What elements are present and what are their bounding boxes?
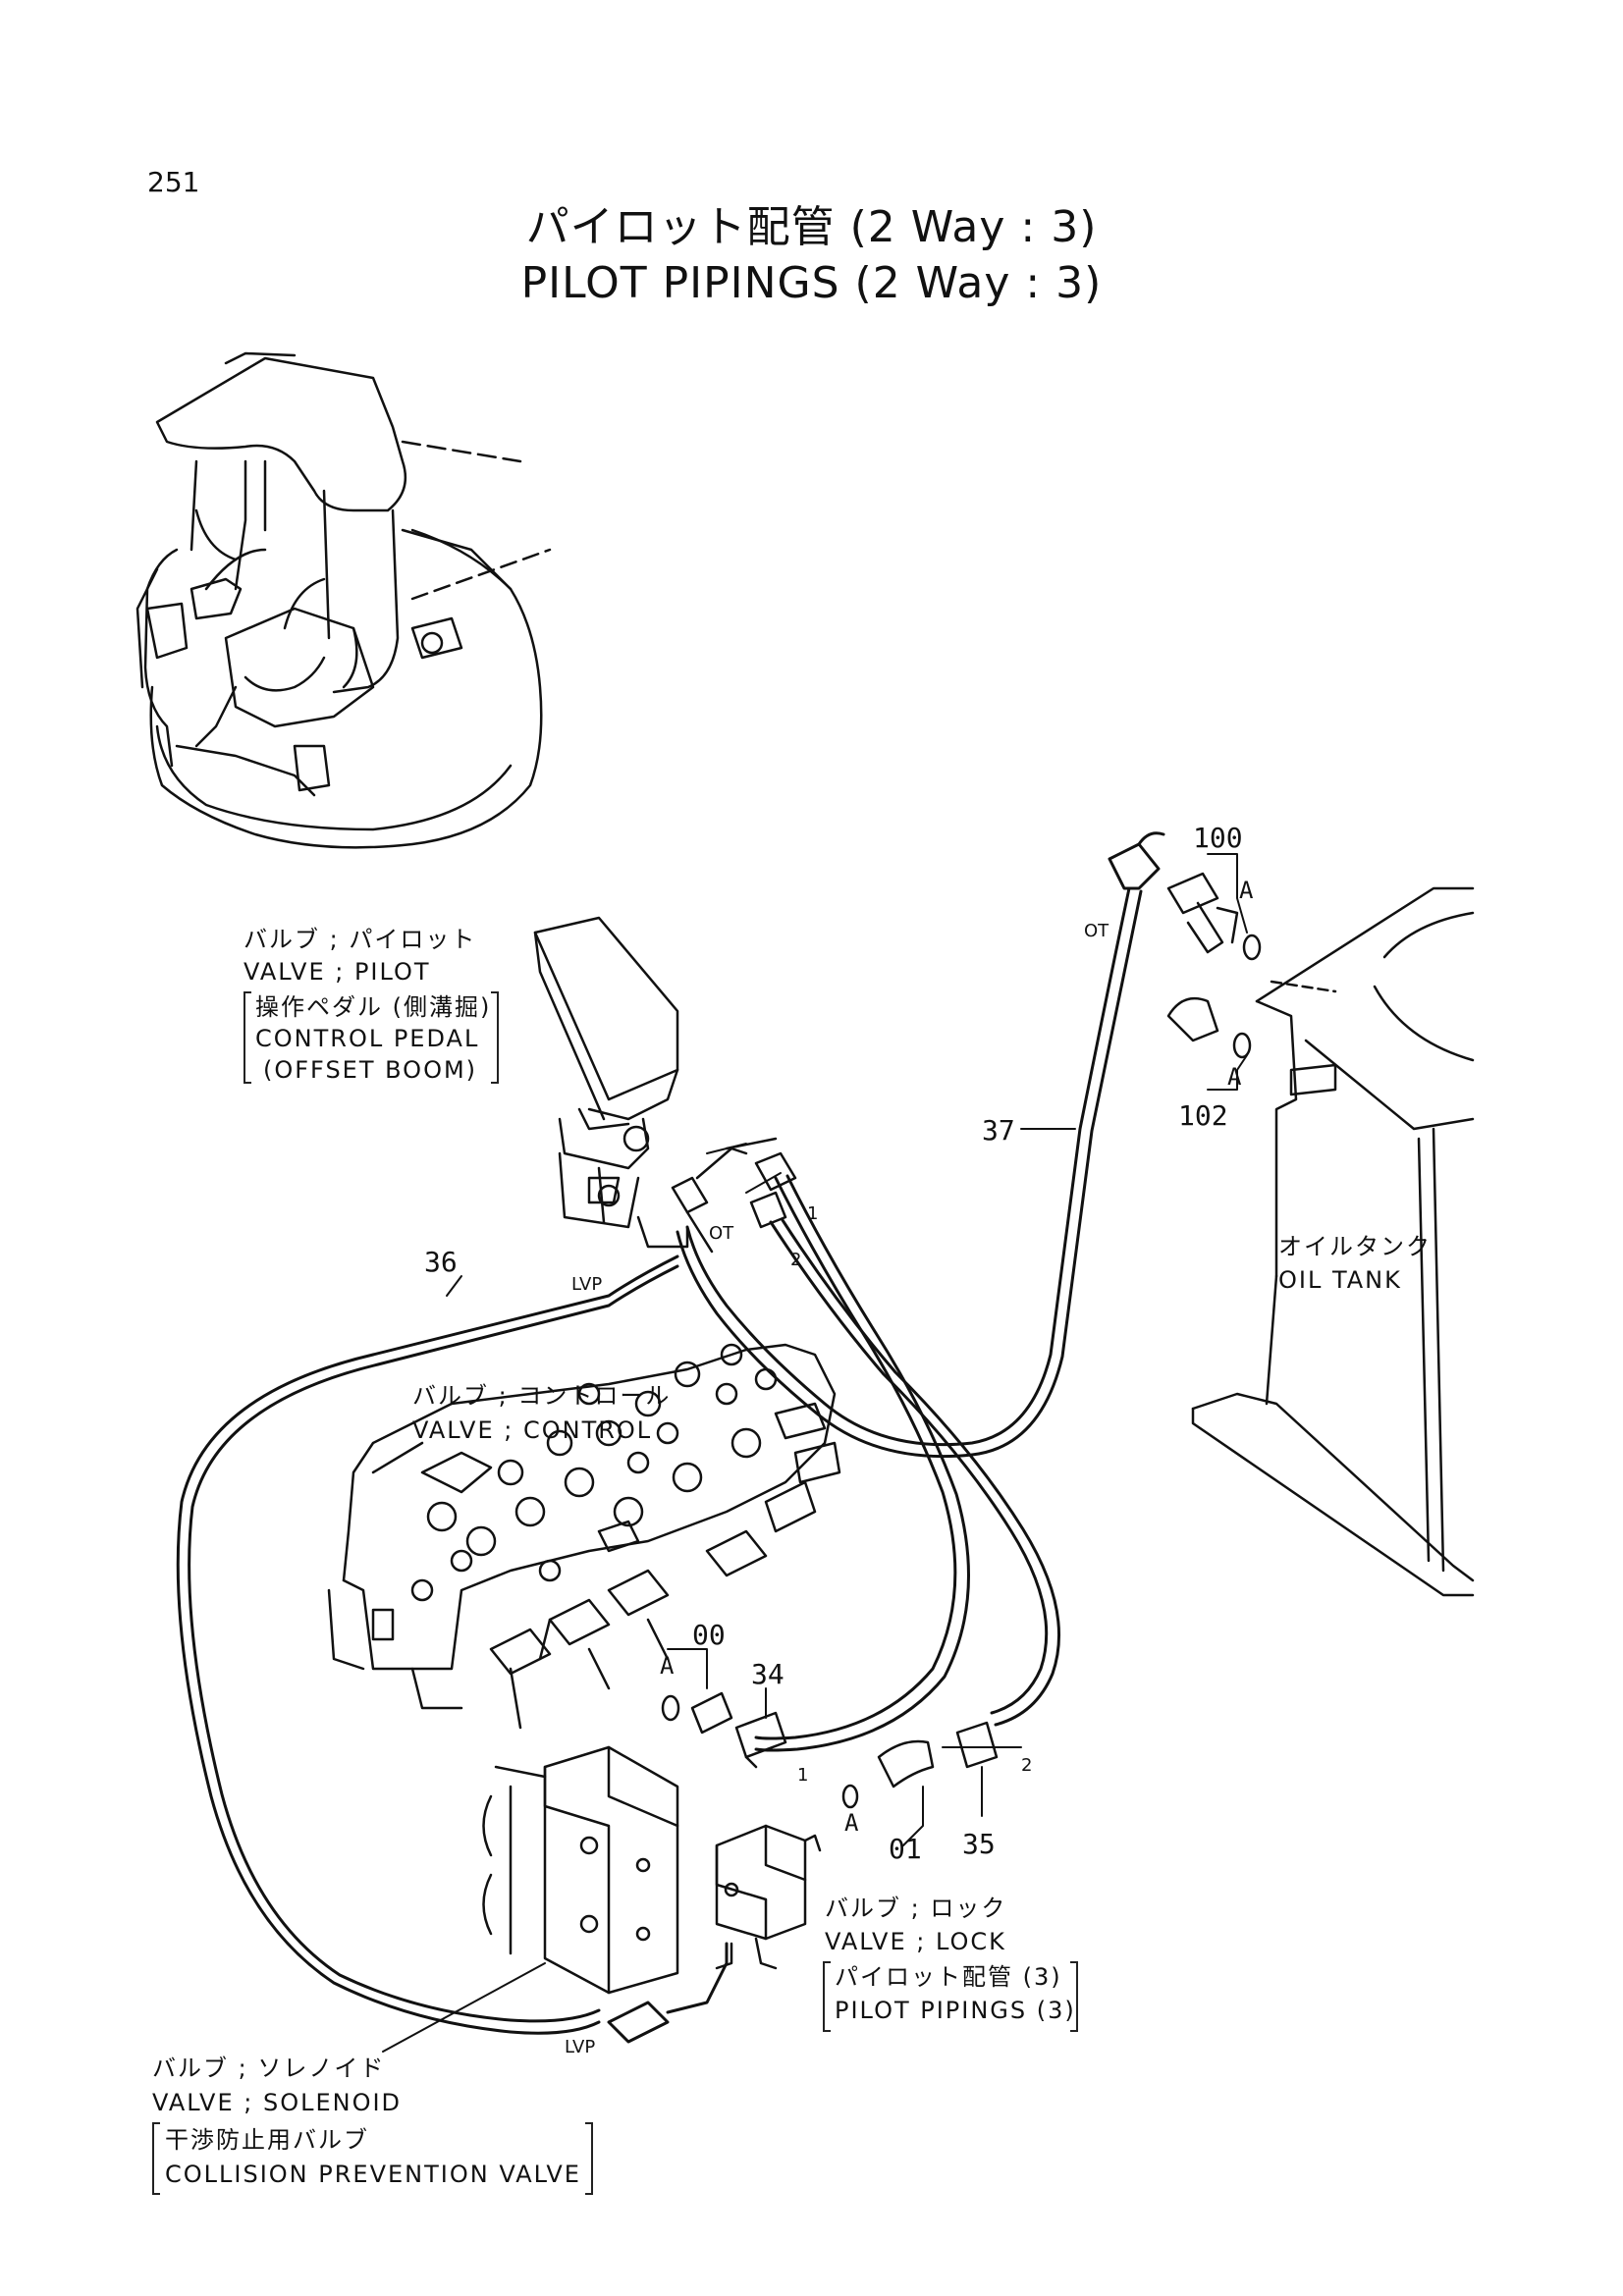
machine-cab-overview: [135, 351, 552, 849]
fitting-35: [955, 1721, 999, 1769]
label-solenoid-valve-jp: バルブ ; ソレノイド: [152, 2055, 386, 2082]
label-control-pedal-en: CONTROL PEDAL: [255, 1025, 480, 1052]
label-solenoid-valve-en: VALVE ; SOLENOID: [152, 2089, 403, 2116]
callout-01: 01: [889, 1833, 922, 1865]
label-control-valve-jp: バルブ ; コントロール: [412, 1382, 672, 1410]
callout-37: 37: [982, 1114, 1015, 1147]
oil-tank-outline: [1191, 886, 1475, 1597]
label-offset-boom: (OFFSET BOOM): [263, 1056, 478, 1084]
label-lock-valve-jp: バルブ ; ロック: [825, 1895, 1007, 1922]
bracket-right-solenoid: [585, 2122, 593, 2195]
label-lock-valve-en: VALVE ; LOCK: [825, 1928, 1006, 1955]
callout-a-00: A: [660, 1652, 675, 1680]
port-label-1-upper: 1: [807, 1203, 819, 1224]
callout-100: 100: [1193, 822, 1243, 854]
callout-a-01: A: [844, 1809, 859, 1837]
fitting-102: [1166, 996, 1252, 1059]
label-pilot-valve-jp: バルブ ; パイロット: [243, 926, 477, 953]
callout-00: 00: [692, 1619, 726, 1651]
label-pilot-valve-en: VALVE ; PILOT: [243, 958, 431, 986]
hose-36: [176, 1255, 729, 2044]
label-pilot-pipings-en: PILOT PIPINGS (3): [835, 1997, 1076, 2024]
fitting-34: [734, 1711, 787, 1769]
title-japanese: パイロット配管 (2 Way : 3): [525, 202, 1098, 252]
page-number: 251: [147, 166, 200, 198]
pilot-valve-pedal: [533, 916, 689, 1249]
label-oil-tank-en: OIL TANK: [1278, 1266, 1402, 1294]
callout-36: 36: [424, 1246, 458, 1278]
callout-35: 35: [962, 1828, 996, 1860]
leader-lines: [382, 853, 1248, 2053]
port-label-ot-upper: OT: [1084, 921, 1109, 941]
lock-valve: [715, 1824, 822, 1970]
solenoid-valve-block: [482, 1745, 679, 1995]
control-valve-block: [327, 1343, 841, 1730]
callout-34: 34: [751, 1658, 784, 1690]
bracket-left-solenoid: [152, 2122, 160, 2195]
callout-a-102: A: [1227, 1063, 1242, 1091]
label-control-pedal-jp: 操作ペダル (側溝掘): [255, 993, 492, 1021]
fitting-00: [661, 1691, 733, 1735]
bracket-left-lock: [823, 1961, 831, 2032]
fitting-100: [1166, 872, 1262, 961]
label-collision-prevention-en: COLLISION PREVENTION VALVE: [165, 2161, 581, 2188]
port-label-2-lower: 2: [1021, 1755, 1033, 1776]
hose-37: [676, 831, 1165, 1459]
hose-2-upper: [769, 1218, 1061, 1727]
bracket-right-lock: [1070, 1961, 1078, 2032]
port-label-ot-pedal: OT: [709, 1223, 734, 1244]
label-oil-tank-jp: オイルタンク: [1278, 1233, 1432, 1260]
label-control-valve-en: VALVE ; CONTROL: [412, 1416, 653, 1444]
pedal-fittings: [671, 1137, 797, 1254]
hose-1-upper: [754, 1174, 970, 1752]
callout-102: 102: [1178, 1099, 1228, 1132]
callout-a-100: A: [1239, 877, 1254, 904]
port-label-1-lower: 1: [797, 1765, 809, 1786]
bracket-left-pedal: [243, 991, 251, 1084]
port-label-lvp-upper: LVP: [571, 1274, 603, 1295]
port-label-2-upper: 2: [790, 1250, 802, 1270]
port-label-lvp-lower: LVP: [565, 2037, 596, 2057]
title-english: PILOT PIPINGS (2 Way : 3): [520, 258, 1103, 308]
label-pilot-pipings-jp: パイロット配管 (3): [835, 1963, 1062, 1991]
bracket-right-pedal: [491, 991, 499, 1084]
fitting-01: [841, 1739, 935, 1809]
label-collision-prevention-jp: 干渉防止用バルブ: [165, 2126, 369, 2154]
